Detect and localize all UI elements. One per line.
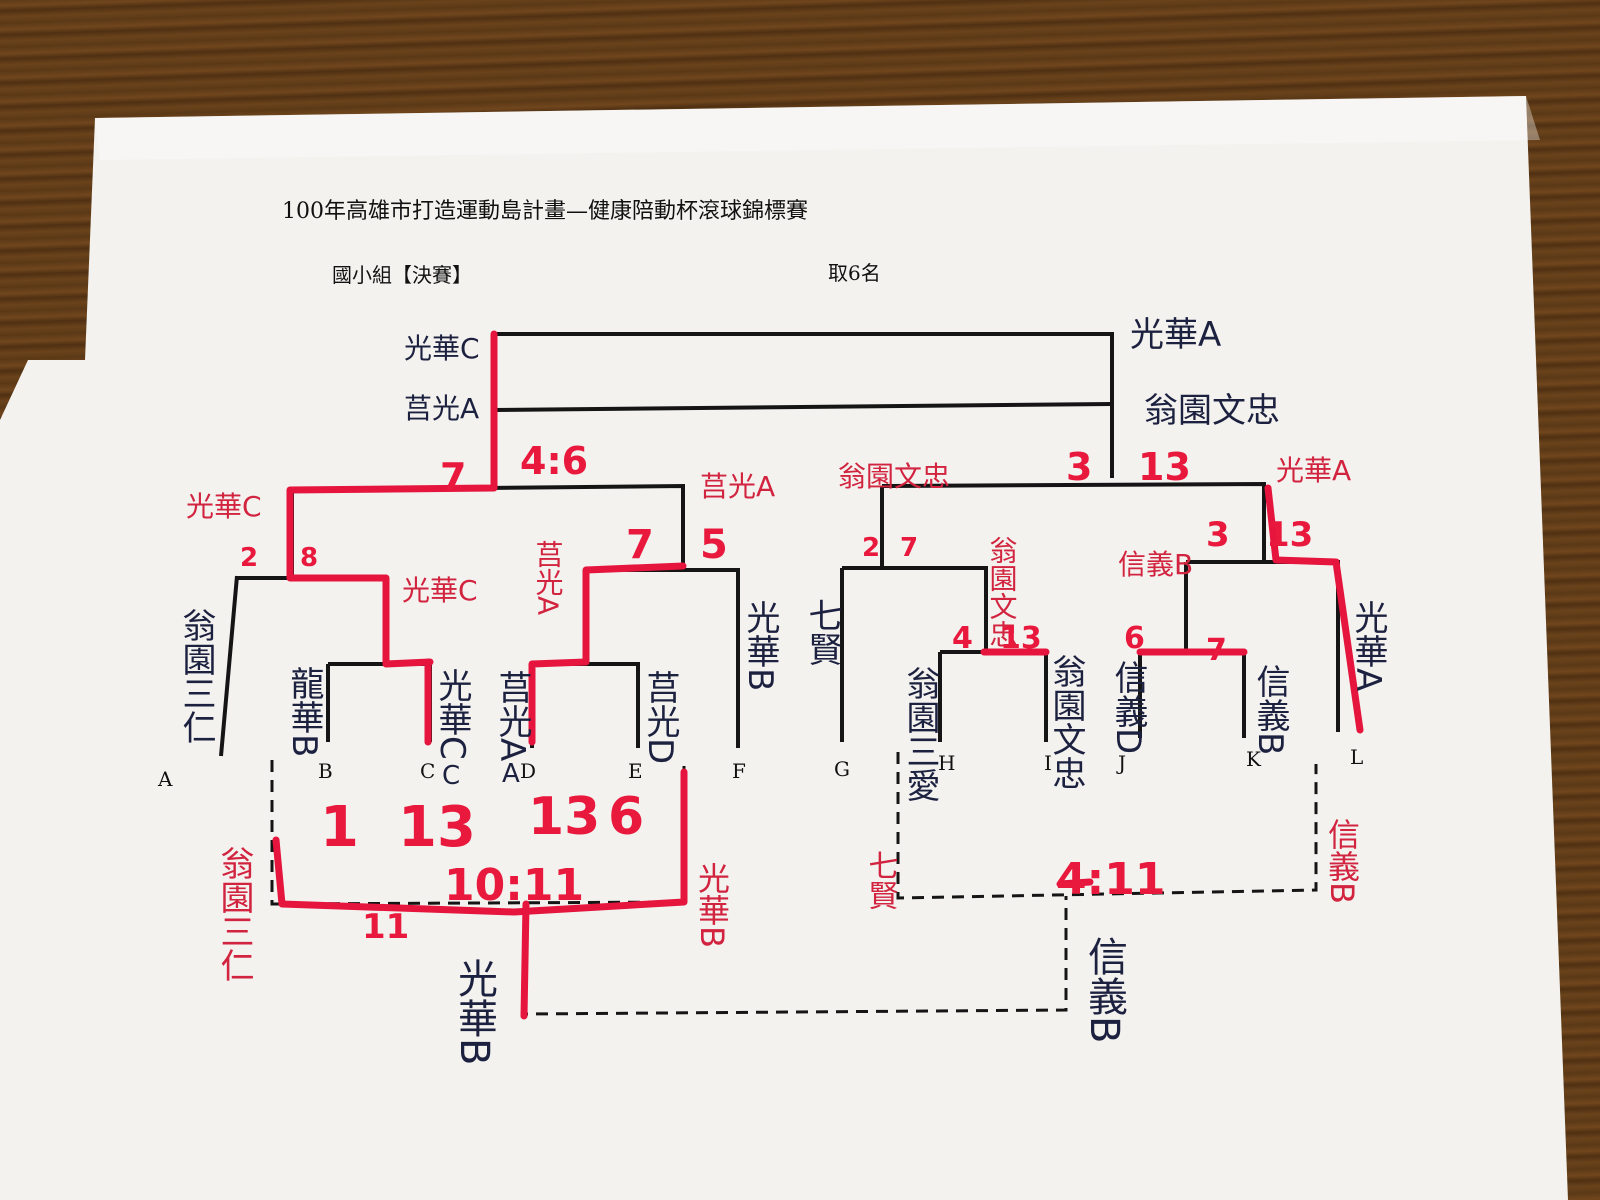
- score-jk-b: 7: [1206, 633, 1227, 668]
- entrant-names: 翁園三仁 龍華B 光華C 莒光A 莒光D 光華B 七賢 翁園三愛 翁園文忠 信義…: [176, 598, 1388, 802]
- score-hi-a: 4: [952, 621, 973, 656]
- slot-a: A: [157, 767, 173, 791]
- slot-d: D: [520, 759, 536, 783]
- final-box-top: [496, 332, 1114, 478]
- final-right-bottom-name: 翁園文忠: [1144, 391, 1280, 431]
- slot-c-handwritten: C: [442, 761, 460, 791]
- adv-bc: 光華C: [402, 574, 478, 607]
- score-bc-a: 1: [320, 795, 359, 860]
- score-right-final-a: 3: [1066, 445, 1092, 489]
- right-semi-bar: [881, 481, 1266, 560]
- score-bc-b: 13: [398, 795, 476, 860]
- slot-letters: A B C C A D E F G H I J K L: [157, 745, 1363, 791]
- path-repechage-right: [1056, 878, 1094, 888]
- score-repechage-left-extra: 11: [362, 907, 409, 947]
- score-de-a: 13: [528, 787, 600, 847]
- path-repechage-final: [520, 900, 530, 1020]
- score-de-b: 6: [608, 787, 644, 847]
- score-repechage-right: 4:11: [1056, 854, 1165, 905]
- adv-right-semi-left: 翁園文忠: [838, 460, 950, 493]
- slot-f: F: [732, 759, 746, 783]
- entrant-k: 信義B: [1250, 664, 1290, 755]
- score-jk-l-b: 13: [1266, 515, 1313, 555]
- entrant-d: 莒光A: [492, 670, 532, 761]
- score-de-f-a: 7: [626, 522, 654, 568]
- score-de-f-b: 5: [700, 522, 728, 568]
- score-hi-b: 13: [1000, 621, 1042, 656]
- score-right-final-b: 13: [1138, 445, 1191, 489]
- final-top-name: 光華C: [404, 332, 480, 365]
- score-left-final-a: 7: [440, 455, 466, 499]
- entrant-j: 信義D: [1108, 660, 1148, 754]
- score-repechage-left: 10:11: [444, 860, 584, 911]
- repechage-right-right: 信義B: [1323, 818, 1361, 904]
- path-l: [1264, 484, 1364, 734]
- score-jk-l-a: 3: [1206, 515, 1230, 555]
- repechage-left-bottom: 翁園三仁: [214, 846, 254, 982]
- repechage-right-box: [896, 752, 1318, 900]
- adv-de: 莒光A: [532, 540, 565, 616]
- places-label: 取6名: [828, 261, 881, 285]
- repechage-final-box: [524, 896, 1068, 1016]
- entrant-i: 翁園文忠: [1046, 654, 1086, 790]
- slot-k: K: [1246, 747, 1262, 771]
- repechage-left-right: 光華B: [693, 862, 731, 948]
- entrant-e: 莒光D: [640, 670, 680, 764]
- sheet-title: 100年高雄市打造運動島計畫—健康陪動杯滾球錦標賽: [282, 199, 808, 224]
- slot-e: E: [628, 759, 643, 783]
- slot-j: J: [1116, 751, 1126, 775]
- entrant-c: 光華C: [432, 668, 472, 760]
- score-ab-c-b: 8: [300, 543, 318, 573]
- path-d: [528, 562, 687, 746]
- slot-h: H: [938, 751, 955, 775]
- entrant-h: 翁園三愛: [900, 666, 940, 802]
- path-c-top: [382, 658, 434, 668]
- repechage-final-left: 光華B: [451, 958, 497, 1065]
- slot-l: L: [1350, 745, 1363, 769]
- slot-a-line: [219, 575, 239, 757]
- slot-d-handwritten: A: [502, 759, 520, 789]
- adv-left-semi-right: 莒光A: [700, 470, 775, 503]
- entrant-f: 光華B: [740, 600, 780, 691]
- adv-left-semi-left: 光華C: [186, 490, 262, 523]
- division-label: 國小組【決賽】: [332, 263, 472, 287]
- g-hi-bar: [842, 566, 988, 650]
- repechage-final-right: 信義B: [1081, 936, 1127, 1043]
- final-right-top-name: 光華A: [1130, 315, 1221, 355]
- entrant-b: 龍華B: [284, 666, 324, 757]
- scores: 7 4:6 3 13 2 8 7 5 2 7 3 13 4 13 6 7 1 1…: [240, 439, 1313, 947]
- adv-hi: 翁園文忠: [986, 536, 1019, 648]
- final-box-middle: [493, 402, 1113, 412]
- adv-jk: 信義B: [1118, 548, 1193, 581]
- final-bottom-name: 莒光A: [404, 392, 479, 425]
- score-ab-c-a: 2: [240, 543, 258, 573]
- entrant-a: 翁園三仁: [176, 608, 216, 744]
- slot-c: C: [420, 759, 435, 783]
- path-c-to-final: [286, 330, 498, 666]
- score-jk-a: 6: [1124, 621, 1145, 656]
- winner-paths: [272, 330, 1364, 1020]
- repechage-right-left: 七賢: [863, 850, 898, 910]
- slot-i: I: [1044, 751, 1052, 775]
- paper-highlight: [95, 96, 1540, 160]
- adv-right-semi-right: 光華A: [1276, 454, 1351, 487]
- entrant-l: 光華A: [1348, 600, 1388, 691]
- score-g-hi-a: 2: [862, 533, 880, 563]
- paper-sheet: [0, 96, 1568, 1200]
- path-repechage-left: [272, 768, 688, 916]
- score-g-hi-b: 7: [900, 533, 918, 563]
- slot-g: G: [834, 757, 850, 781]
- advancing-names: 光華C 莒光A 翁園文忠 光華A 光華C 莒光A 翁園文忠 信義B: [186, 454, 1351, 648]
- score-left-final-b: 4:6: [520, 439, 588, 483]
- entrant-g: 七賢: [802, 598, 842, 666]
- slot-b: B: [318, 759, 333, 783]
